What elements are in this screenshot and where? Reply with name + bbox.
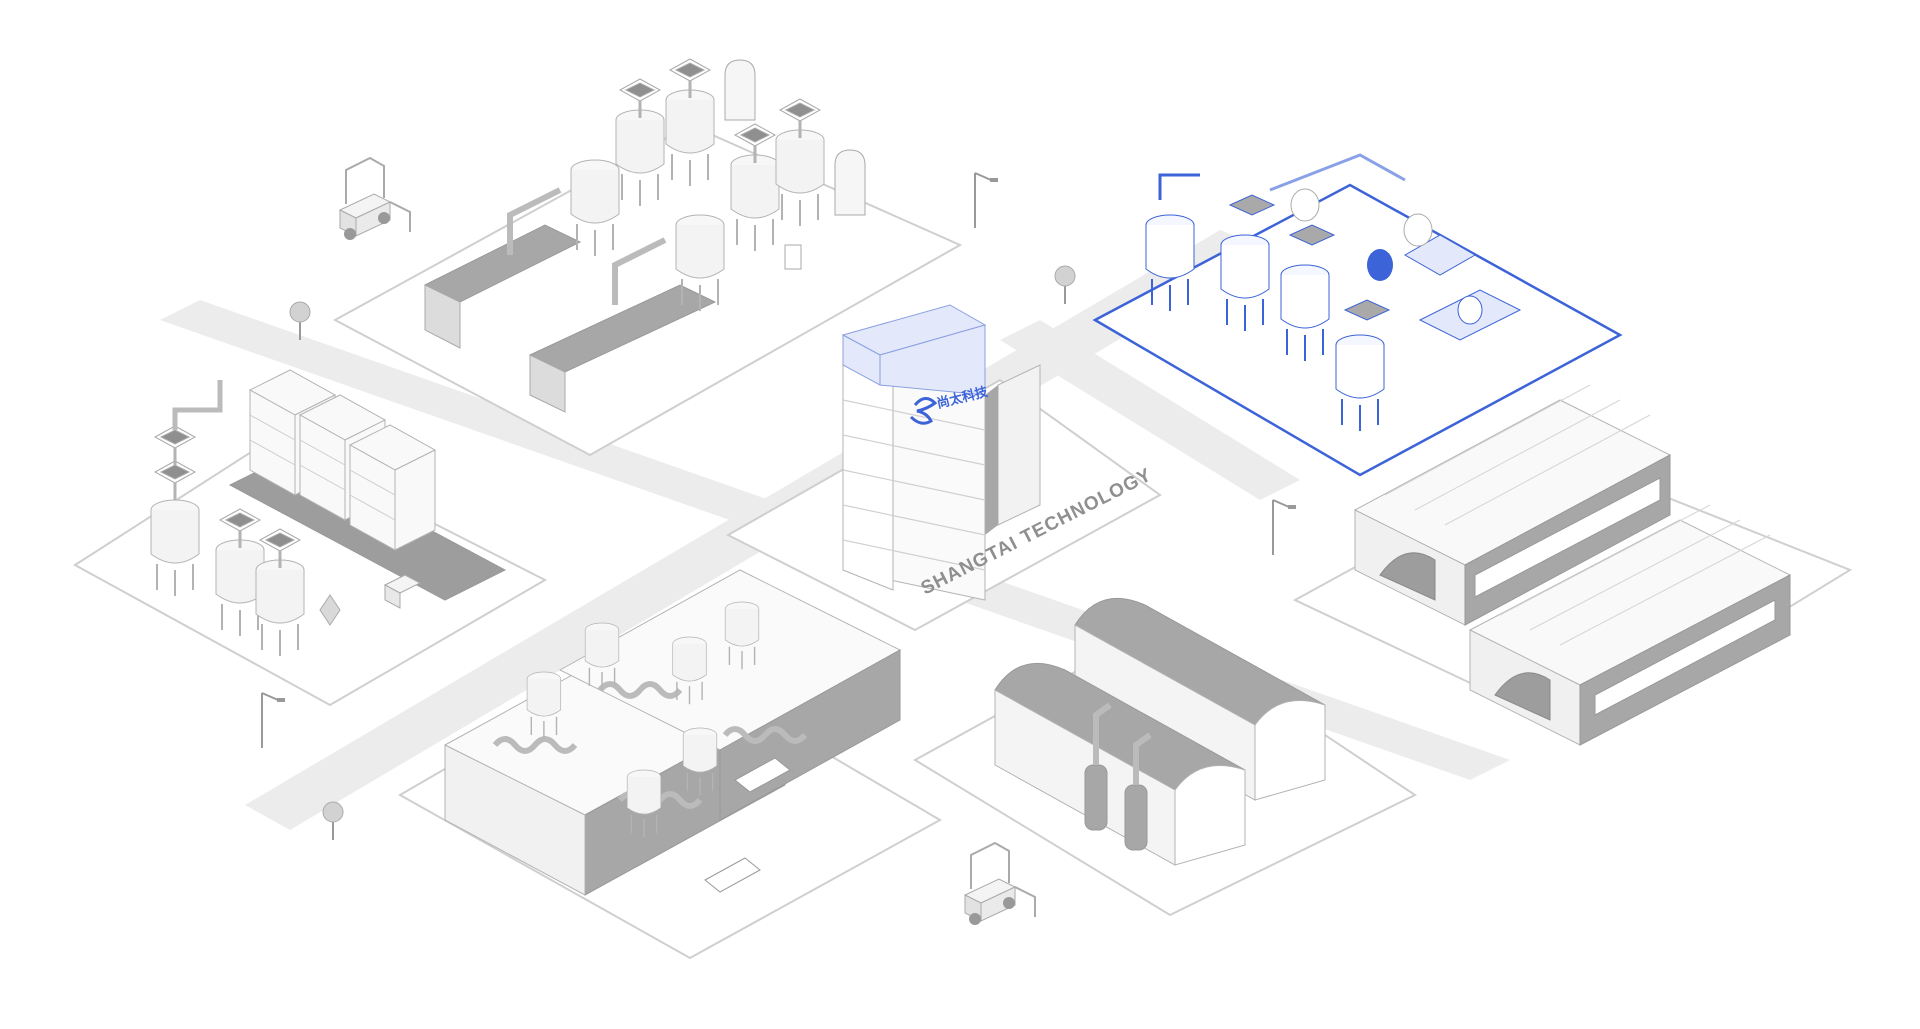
zone-headquarters[interactable]: 尚太科技 SHANGTAI TECHNOLOGY	[841, 304, 1156, 601]
logo-icon	[909, 397, 938, 425]
zone-processing-line[interactable]	[443, 569, 902, 896]
road-ne-mid	[1000, 320, 1300, 500]
forklift-icon	[339, 157, 411, 241]
street-lamp-icon	[974, 172, 999, 229]
storage-rack	[248, 369, 437, 551]
zone-reactor-highlighted[interactable]	[1092, 153, 1623, 477]
forklift-icon	[964, 842, 1036, 926]
zone-mixing-tanks[interactable]	[423, 57, 866, 413]
zone-arched-workshops[interactable]	[994, 597, 1326, 866]
street-lamp-icon	[1272, 499, 1297, 556]
tree-icon	[1054, 265, 1076, 305]
zone-storage-racks[interactable]	[150, 369, 507, 657]
tree-icon	[322, 801, 344, 841]
zone-kiln-warehouses[interactable]	[1353, 384, 1792, 746]
street-lamp-icon	[261, 692, 286, 749]
